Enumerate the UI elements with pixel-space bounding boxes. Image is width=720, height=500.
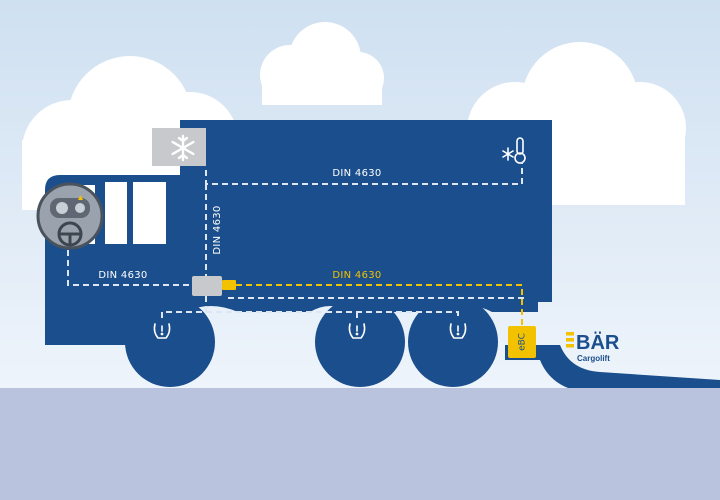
din-label-vertical: DIN 4630	[212, 205, 223, 254]
yellow-connector	[222, 280, 236, 290]
cloud-top	[260, 22, 384, 105]
tire-sensor-icon	[153, 323, 171, 339]
brand-logo-mark	[566, 332, 574, 348]
thermometer-snowflake-icon	[502, 137, 526, 164]
brand-name: BÄR	[576, 331, 620, 354]
ground	[0, 388, 720, 500]
din-label-yellow: DIN 4630	[332, 270, 381, 281]
tire-sensor-icon	[348, 323, 366, 339]
din-4630-yellow-line	[236, 284, 523, 326]
ebc-box	[508, 326, 536, 358]
brand-subtitle: Cargolift	[577, 354, 610, 363]
din-label-top: DIN 4630	[332, 168, 381, 179]
din-label-left: DIN 4630	[98, 270, 147, 281]
dashboard-icon	[36, 182, 104, 250]
brand-logo: BÄR Cargolift	[566, 331, 620, 363]
control-box	[192, 276, 222, 296]
tire-sensor-icon	[449, 323, 467, 339]
ebc-label: eBC	[518, 333, 528, 351]
din-4630-white-lines	[67, 162, 528, 318]
snowflake-icon	[171, 134, 195, 162]
steering-wheel-icon	[57, 221, 83, 247]
